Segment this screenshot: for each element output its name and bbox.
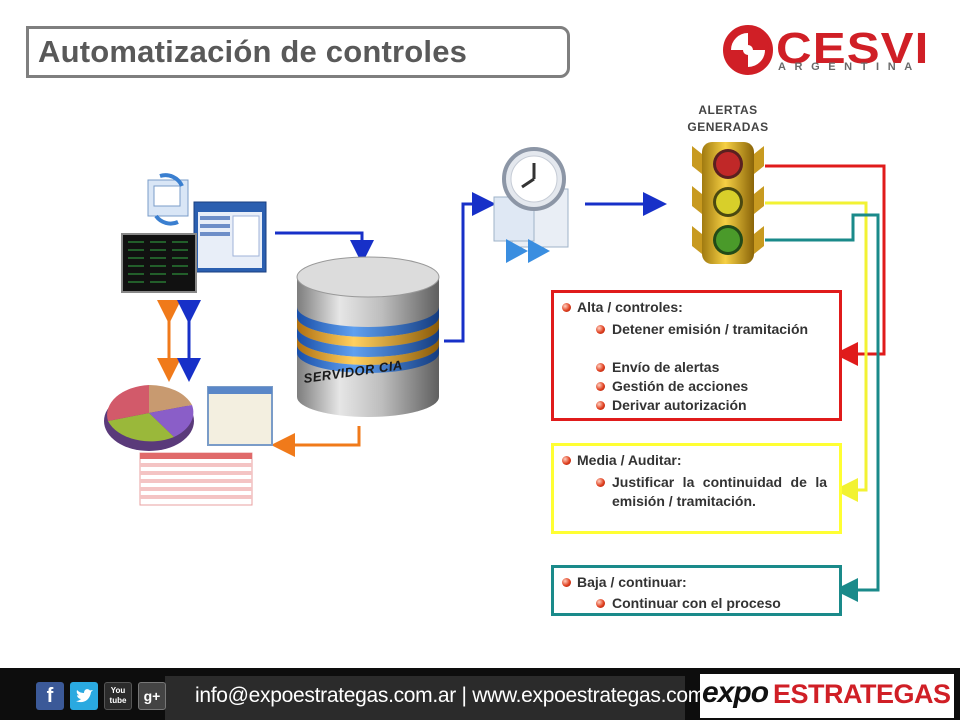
bullet-icon [596, 363, 605, 372]
youtube-icon[interactable]: You tube [104, 682, 132, 710]
alert-box-alta: Alta / controles: Detener emisión / tram… [551, 290, 842, 421]
arrow-to-server [275, 231, 374, 264]
route-teal [765, 213, 880, 602]
bullet-icon [596, 325, 605, 334]
bullet-icon [596, 382, 605, 391]
expoestrategas-logo-estrategas: ESTRATEGAS [773, 679, 951, 709]
page-title: Automatización de controles [38, 34, 468, 69]
alert-box-baja-item-1: Continuar con el proceso [596, 594, 827, 613]
computer-screens-icon [121, 173, 267, 293]
arrow-server-to-report [271, 426, 361, 457]
scheduled-process-icon [493, 147, 569, 263]
expoestrategas-logo [700, 674, 954, 718]
bullet-icon [562, 455, 571, 465]
facebook-icon[interactable]: f [36, 682, 64, 710]
cesvi-logo-subtitle: ARGENTINA [778, 61, 921, 73]
server-database-icon [296, 256, 440, 417]
cesvi-logo-icon [723, 25, 773, 75]
alert-box-alta-item-4: Derivar autorización [596, 396, 827, 415]
bullet-icon [562, 302, 571, 312]
alert-box-media-heading: Media / Auditar: [562, 452, 682, 468]
footer-contact-text[interactable]: info@expoestrategas.com.ar | www.expoest… [195, 684, 729, 707]
bullet-icon [596, 401, 605, 410]
alerts-label: ALERTAS GENERADAS [668, 102, 788, 136]
alert-box-alta-item-3: Gestión de acciones [596, 377, 827, 396]
alert-box-alta-item-2: Envío de alertas [596, 358, 827, 377]
alert-box-baja-heading: Baja / continuar: [562, 574, 687, 590]
report-chart-icon [104, 384, 273, 506]
twitter-icon[interactable] [70, 682, 98, 710]
flow-connectors [157, 164, 886, 602]
cesvi-logo-text: CESVI [776, 24, 930, 73]
alert-box-media-item-1: Justificar la continuidad de la emisión … [596, 473, 827, 511]
alerts-label-line1: ALERTAS [698, 103, 758, 117]
bullet-icon [596, 599, 605, 608]
google-plus-icon[interactable]: g+ [138, 682, 166, 710]
bullet-icon [562, 577, 571, 587]
route-yellow [765, 201, 868, 502]
title-frame [26, 26, 570, 78]
alert-box-baja: Baja / continuar: Continuar con el proce… [551, 565, 842, 616]
footer-contact-strip [165, 676, 685, 720]
alert-box-alta-item-1: Detener emisión / tramitación [596, 320, 827, 339]
expoestrategas-logo-expo: expo [702, 676, 769, 709]
arrow-server-to-process [444, 192, 496, 343]
alert-box-media: Media / Auditar: Justificar la continuid… [551, 443, 842, 534]
alerts-label-line2: GENERADAS [687, 120, 769, 134]
alert-box-alta-heading: Alta / controles: [562, 299, 683, 315]
traffic-light-icon [692, 142, 764, 264]
bullet-icon [596, 478, 605, 487]
